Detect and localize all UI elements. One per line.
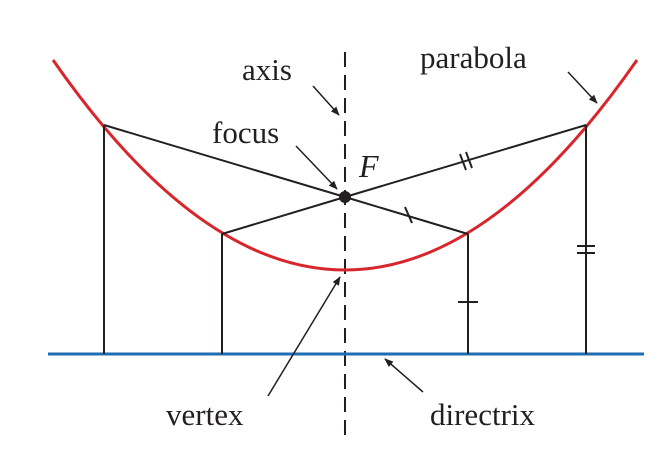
focus-label: focus <box>212 115 279 150</box>
vertex-label: vertex <box>166 397 244 432</box>
parabola-label: parabola <box>420 40 527 75</box>
parabola-pointer-arrow <box>567 71 598 104</box>
distance-to-focus-1 <box>103 124 346 198</box>
axis-pointer-arrow <box>312 85 340 116</box>
distance-to-focus-2 <box>221 196 346 235</box>
double-tick-focus-segment-b <box>465 151 473 169</box>
single-tick-focus-segment <box>404 206 413 224</box>
directrix-label: directrix <box>430 397 536 432</box>
focus-symbol-label: F <box>358 148 379 184</box>
distance-to-focus-4 <box>344 124 587 198</box>
vertex-pointer-arrow <box>267 276 341 397</box>
parabola-curve <box>51 59 639 272</box>
directrix-pointer-arrow <box>384 358 424 393</box>
double-tick-focus-segment-a <box>459 153 467 171</box>
axis-label: axis <box>242 52 292 87</box>
focus-point <box>339 191 351 203</box>
distance-to-focus-3 <box>344 196 469 235</box>
focus-pointer-arrow <box>295 145 338 190</box>
